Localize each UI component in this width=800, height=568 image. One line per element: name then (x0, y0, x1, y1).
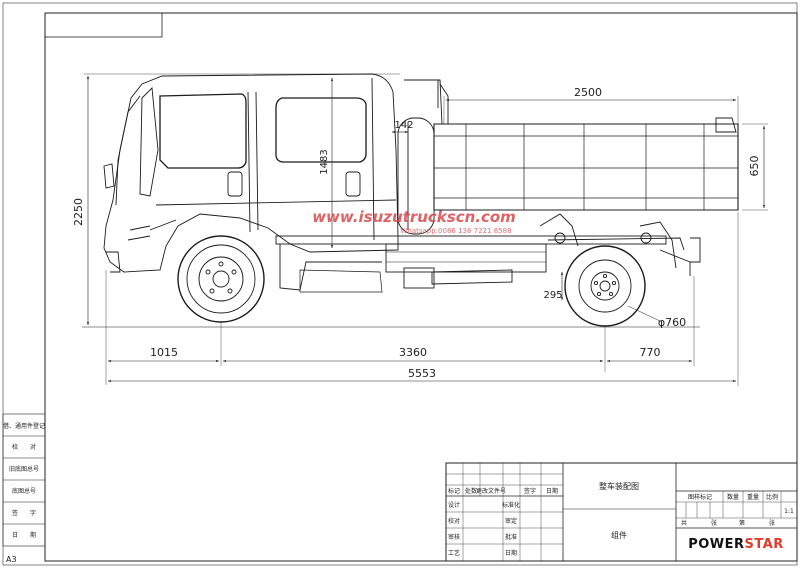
sheet-info-1: 张 (711, 519, 717, 527)
drawing-name: 整车装配图 (599, 481, 639, 491)
role-right-1: 审定 (505, 517, 517, 525)
info-header-2: 重量 (747, 493, 759, 501)
rear-window (275, 97, 367, 163)
side-panel-labels: 借、通用件登记 校 对 旧底图总号 底图总号 签 字 日 期 A3 (3, 422, 45, 564)
dimension-labels: 2250 2500 142 1483 650 295 φ760 1015 336… (72, 86, 761, 380)
dim-wheelbase: 3360 (399, 346, 427, 359)
brand-logo-star: STAR (745, 537, 784, 552)
chassis-frame (275, 235, 667, 245)
watermark-url: www.isuzutruckscn.com (312, 208, 516, 226)
rev-header-0: 标记 (448, 487, 460, 495)
role-right-0: 标准化 (502, 501, 520, 509)
cab-outline (103, 73, 399, 273)
dim-side-height: 650 (748, 156, 761, 177)
role-left-3: 工艺 (448, 549, 460, 557)
front-window (159, 93, 247, 169)
role-left-1: 校对 (448, 517, 460, 525)
dim-cargo-length: 2500 (574, 86, 602, 99)
rev-header-2: 更改文件号 (476, 487, 506, 495)
cargo-box (433, 123, 739, 211)
role-left-0: 设计 (448, 501, 460, 509)
dim-cab-height: 1483 (319, 149, 330, 174)
truck-drawing (82, 73, 739, 328)
brand-logo: POWERSTAR (688, 537, 784, 552)
brand-logo-power: POWER (688, 537, 744, 552)
info-header-1: 数量 (727, 493, 739, 501)
dimension-lines (84, 73, 768, 386)
dim-overall-length: 5553 (408, 367, 436, 380)
sheet-info-2: 第 (739, 519, 745, 527)
scale-value: 1:1 (784, 508, 794, 515)
side-row-3: 底图总号 (12, 487, 36, 495)
dim-rear-low: 295 (543, 290, 562, 301)
dim-front-overhang: 1015 (150, 346, 178, 359)
corner-box (44, 12, 163, 38)
info-header-0: 图样标记 (688, 493, 712, 501)
role-left-2: 审核 (448, 533, 460, 541)
rev-header-4: 日期 (546, 487, 558, 495)
drawing-border (44, 12, 798, 562)
side-row-5: 日 期 (12, 531, 36, 539)
side-row-1: 校 对 (12, 443, 36, 451)
dim-rear-overhang: 770 (640, 346, 661, 359)
dim-overall-height: 2250 (72, 198, 85, 226)
role-right-3: 日期 (505, 549, 517, 557)
title-block-text: 标记 处数 更改文件号 签字 日期 设计 校对 审核 工艺 标准化 审定 批准 … (448, 481, 794, 557)
dim-gap: 142 (394, 120, 413, 131)
info-header-3: 比例 (766, 493, 778, 501)
title-block (445, 462, 798, 562)
front-wheel (177, 235, 265, 323)
rev-header-1: 处数 (465, 487, 477, 495)
sheet-size: A3 (6, 555, 17, 564)
dim-wheel-diameter: φ760 (658, 316, 686, 329)
side-row-0: 借、通用件登记 (3, 422, 45, 430)
watermark-contact: Whatsapp:0086 136 7221 8588 (400, 227, 511, 235)
rear-wheel (564, 245, 646, 327)
side-row-4: 签 字 (12, 509, 36, 517)
part-name: 组件 (611, 530, 627, 540)
side-panel (2, 413, 46, 547)
sheet-info-3: 张 (769, 519, 775, 527)
sheet-info-0: 共 (681, 519, 687, 527)
side-row-2: 旧底图总号 (9, 465, 39, 473)
role-right-2: 批准 (505, 533, 517, 541)
rev-header-3: 签字 (524, 487, 536, 495)
